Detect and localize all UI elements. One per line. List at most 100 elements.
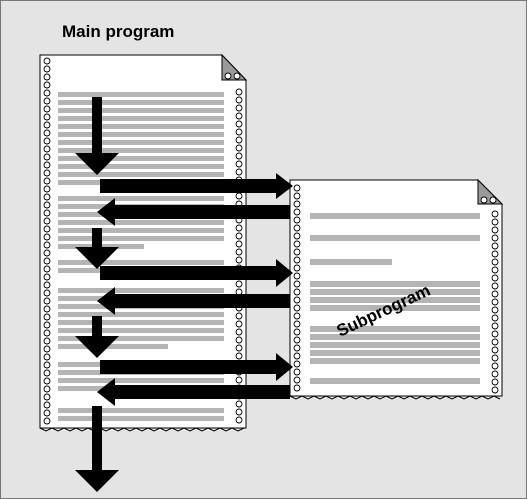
tractor-hole	[43, 361, 51, 369]
tractor-hole	[293, 272, 301, 280]
tractor-hole	[43, 201, 51, 209]
tractor-hole	[293, 192, 301, 200]
text-line	[58, 336, 224, 341]
tractor-hole	[43, 353, 51, 361]
tractor-hole	[43, 409, 51, 417]
down-arrow-4	[75, 406, 119, 492]
text-line	[58, 328, 224, 333]
tractor-hole	[293, 240, 301, 248]
tractor-hole	[235, 112, 243, 120]
tractor-hole	[491, 314, 499, 322]
text-line	[58, 196, 224, 201]
tractor-hole	[235, 376, 243, 384]
tractor-hole	[293, 264, 301, 272]
return-arrow-3	[97, 378, 290, 406]
tractor-hole	[293, 336, 301, 344]
tractor-hole	[491, 290, 499, 298]
tractor-hole	[43, 161, 51, 169]
text-line	[310, 342, 480, 348]
tractor-hole	[43, 113, 51, 121]
tractor-hole	[491, 362, 499, 370]
text-line	[58, 156, 224, 161]
tractor-hole	[43, 265, 51, 273]
tractor-hole	[43, 177, 51, 185]
subprogram-tractor-holes-right	[491, 210, 499, 394]
subprogram-dog-ear-holes	[480, 196, 497, 204]
text-line	[310, 289, 480, 295]
text-line	[310, 213, 480, 219]
text-line	[58, 378, 224, 383]
tractor-hole	[43, 105, 51, 113]
text-line	[58, 132, 224, 137]
call-arrow-2	[100, 259, 293, 287]
down-arrow-3	[75, 316, 119, 358]
tractor-hole	[235, 160, 243, 168]
return-arrow-2	[97, 287, 290, 315]
tractor-hole	[293, 280, 301, 288]
tractor-hole	[491, 306, 499, 314]
text-line	[310, 305, 480, 311]
text-line	[58, 92, 224, 97]
tractor-hole	[293, 184, 301, 192]
tractor-hole	[43, 305, 51, 313]
tractor-hole	[43, 57, 51, 65]
tractor-hole	[43, 121, 51, 129]
tractor-hole	[491, 338, 499, 346]
text-line	[58, 148, 224, 153]
text-line	[310, 358, 480, 364]
tractor-hole	[43, 89, 51, 97]
tractor-hole	[293, 224, 301, 232]
tractor-hole	[43, 385, 51, 393]
tractor-hole	[491, 242, 499, 250]
tractor-hole	[43, 193, 51, 201]
tractor-hole	[43, 273, 51, 281]
tractor-hole	[43, 169, 51, 177]
text-line	[58, 260, 224, 265]
text-line	[58, 164, 224, 169]
text-line	[58, 124, 224, 129]
tractor-hole	[491, 250, 499, 258]
tractor-hole	[491, 330, 499, 338]
tractor-hole	[235, 168, 243, 176]
text-line	[58, 236, 224, 241]
tractor-hole	[43, 417, 51, 425]
tractor-hole	[235, 136, 243, 144]
tractor-hole	[293, 320, 301, 328]
text-line	[58, 416, 224, 421]
tractor-hole	[235, 328, 243, 336]
tractor-hole	[235, 96, 243, 104]
tractor-hole	[293, 288, 301, 296]
call-arrow-1	[100, 173, 293, 199]
subprogram-tractor-holes-left	[293, 184, 301, 392]
main-tractor-holes-left	[43, 57, 51, 425]
tractor-hole	[43, 257, 51, 265]
tractor-hole	[235, 248, 243, 256]
text-line	[58, 344, 168, 349]
text-line	[310, 378, 480, 384]
tractor-hole	[43, 209, 51, 217]
text-line	[58, 312, 224, 317]
tractor-hole	[293, 344, 301, 352]
tractor-hole	[43, 225, 51, 233]
tractor-hole	[235, 336, 243, 344]
tractor-hole	[43, 401, 51, 409]
text-line	[58, 116, 224, 121]
tractor-hole	[293, 384, 301, 392]
tractor-hole	[43, 289, 51, 297]
return-arrow-1	[97, 198, 290, 226]
tractor-hole	[235, 128, 243, 136]
torn-edge	[289, 395, 501, 400]
subprogram-document: Subprogram	[289, 178, 504, 400]
tractor-hole	[491, 226, 499, 234]
tractor-hole	[43, 393, 51, 401]
tractor-hole	[293, 312, 301, 320]
tractor-hole	[491, 346, 499, 354]
tractor-hole	[293, 376, 301, 384]
tractor-hole	[43, 137, 51, 145]
tractor-hole	[43, 65, 51, 73]
tractor-hole	[43, 97, 51, 105]
tractor-hole	[491, 298, 499, 306]
tractor-hole	[491, 322, 499, 330]
tractor-hole	[235, 240, 243, 248]
